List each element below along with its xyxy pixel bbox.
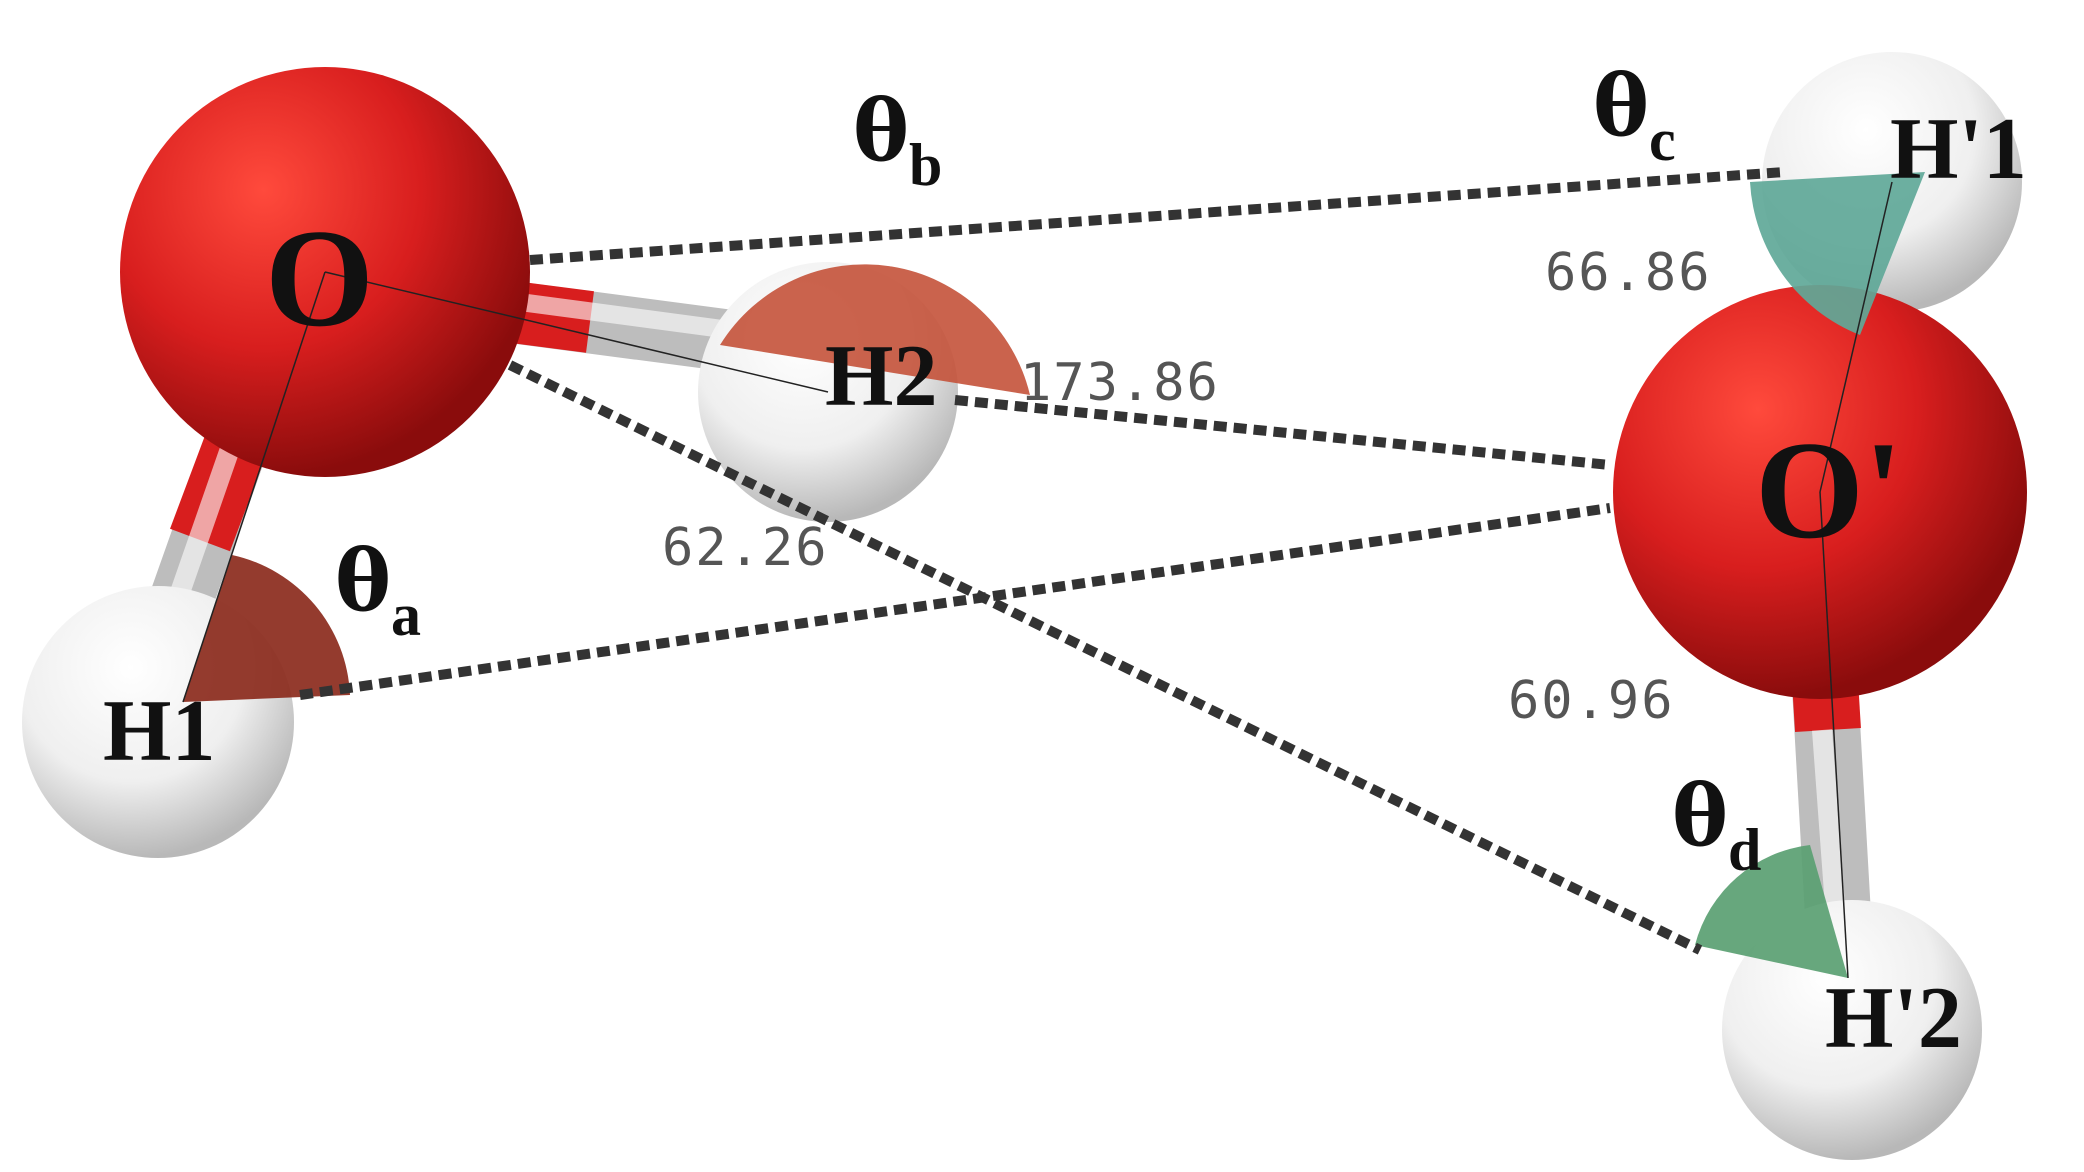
dash-H1-Oprime	[299, 503, 1611, 700]
angle-value-a: 62.26	[662, 518, 829, 578]
theta-labels: θa θb θc θd	[335, 56, 1761, 883]
label-H1: H1	[103, 683, 215, 780]
dash-O-Hprime2	[507, 360, 1703, 955]
atom-labels: O H1 H2 O' H'1 H'2	[103, 101, 2027, 1067]
wedge-theta-c	[1750, 172, 1925, 335]
atom-Hprime2	[1722, 900, 1982, 1160]
angle-values: 66.86 173.86 62.26 60.96	[662, 243, 1712, 731]
wedge-theta-b	[720, 264, 1030, 395]
dash-H2-Oprime	[954, 395, 1611, 470]
dash-O-Hprime1	[529, 167, 1786, 265]
angle-wedges	[183, 172, 1925, 978]
geometry-lines	[182, 181, 1893, 979]
dashed-lines	[299, 167, 1786, 955]
theta-c-label: θc	[1593, 56, 1676, 173]
wedge-theta-d	[1695, 845, 1848, 978]
label-Hprime1: H'1	[1890, 101, 2027, 198]
angle-value-c: 66.86	[1545, 243, 1712, 303]
label-H2: H2	[825, 328, 937, 425]
label-Hprime2: H'2	[1825, 970, 1962, 1067]
angle-value-b: 173.86	[1020, 353, 1220, 413]
angle-value-d: 60.96	[1508, 671, 1675, 731]
label-O: O	[265, 201, 374, 356]
wedge-theta-a	[183, 555, 350, 702]
theta-a-label: θa	[335, 531, 421, 648]
theta-b-label: θb	[853, 81, 942, 198]
label-Oprime: O'	[1755, 413, 1903, 568]
theta-d-label: θd	[1672, 766, 1761, 883]
